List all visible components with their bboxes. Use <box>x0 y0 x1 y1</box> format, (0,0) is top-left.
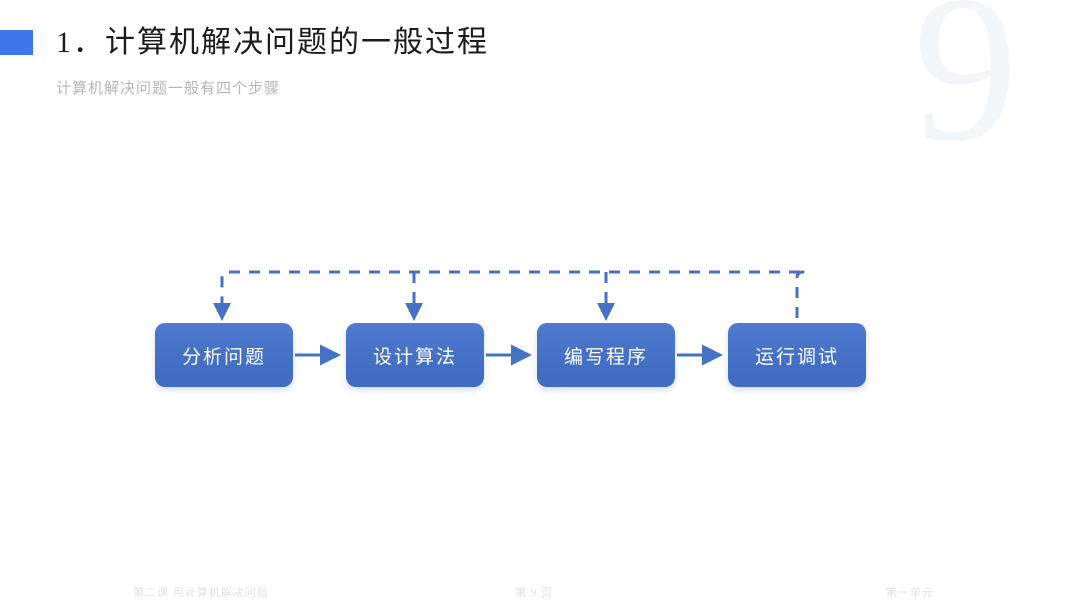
flow-step-label: 运行调试 <box>754 346 839 368</box>
page-subtitle: 计算机解决问题一般有四个步骤 <box>56 81 281 97</box>
flow-step-label: 编写程序 <box>563 346 648 368</box>
feedback-bus-line <box>220 270 800 314</box>
page-title: 1．计算机解决问题的一般过程 <box>56 26 489 59</box>
flow-step-code[interactable]: 编写程序 <box>537 323 681 393</box>
page-number-watermark: 9 <box>913 0 1018 185</box>
flow-step-label: 分析问题 <box>181 346 266 368</box>
flow-step-design[interactable]: 设计算法 <box>346 323 490 393</box>
flow-step-label: 设计算法 <box>372 346 457 368</box>
title-marker-square <box>0 30 33 55</box>
flow-step-analyze[interactable]: 分析问题 <box>155 323 299 393</box>
footer-unit-label: 第一单元 <box>886 587 934 599</box>
flow-step-debug[interactable]: 运行调试 <box>728 323 872 393</box>
feedback-riser-debug <box>795 270 806 318</box>
feedback-dashed-group <box>213 270 806 321</box>
footer-page-label: 第 9 页 <box>515 587 553 599</box>
footer-lesson-label: 第二课 用计算机解决问题 <box>133 587 269 599</box>
